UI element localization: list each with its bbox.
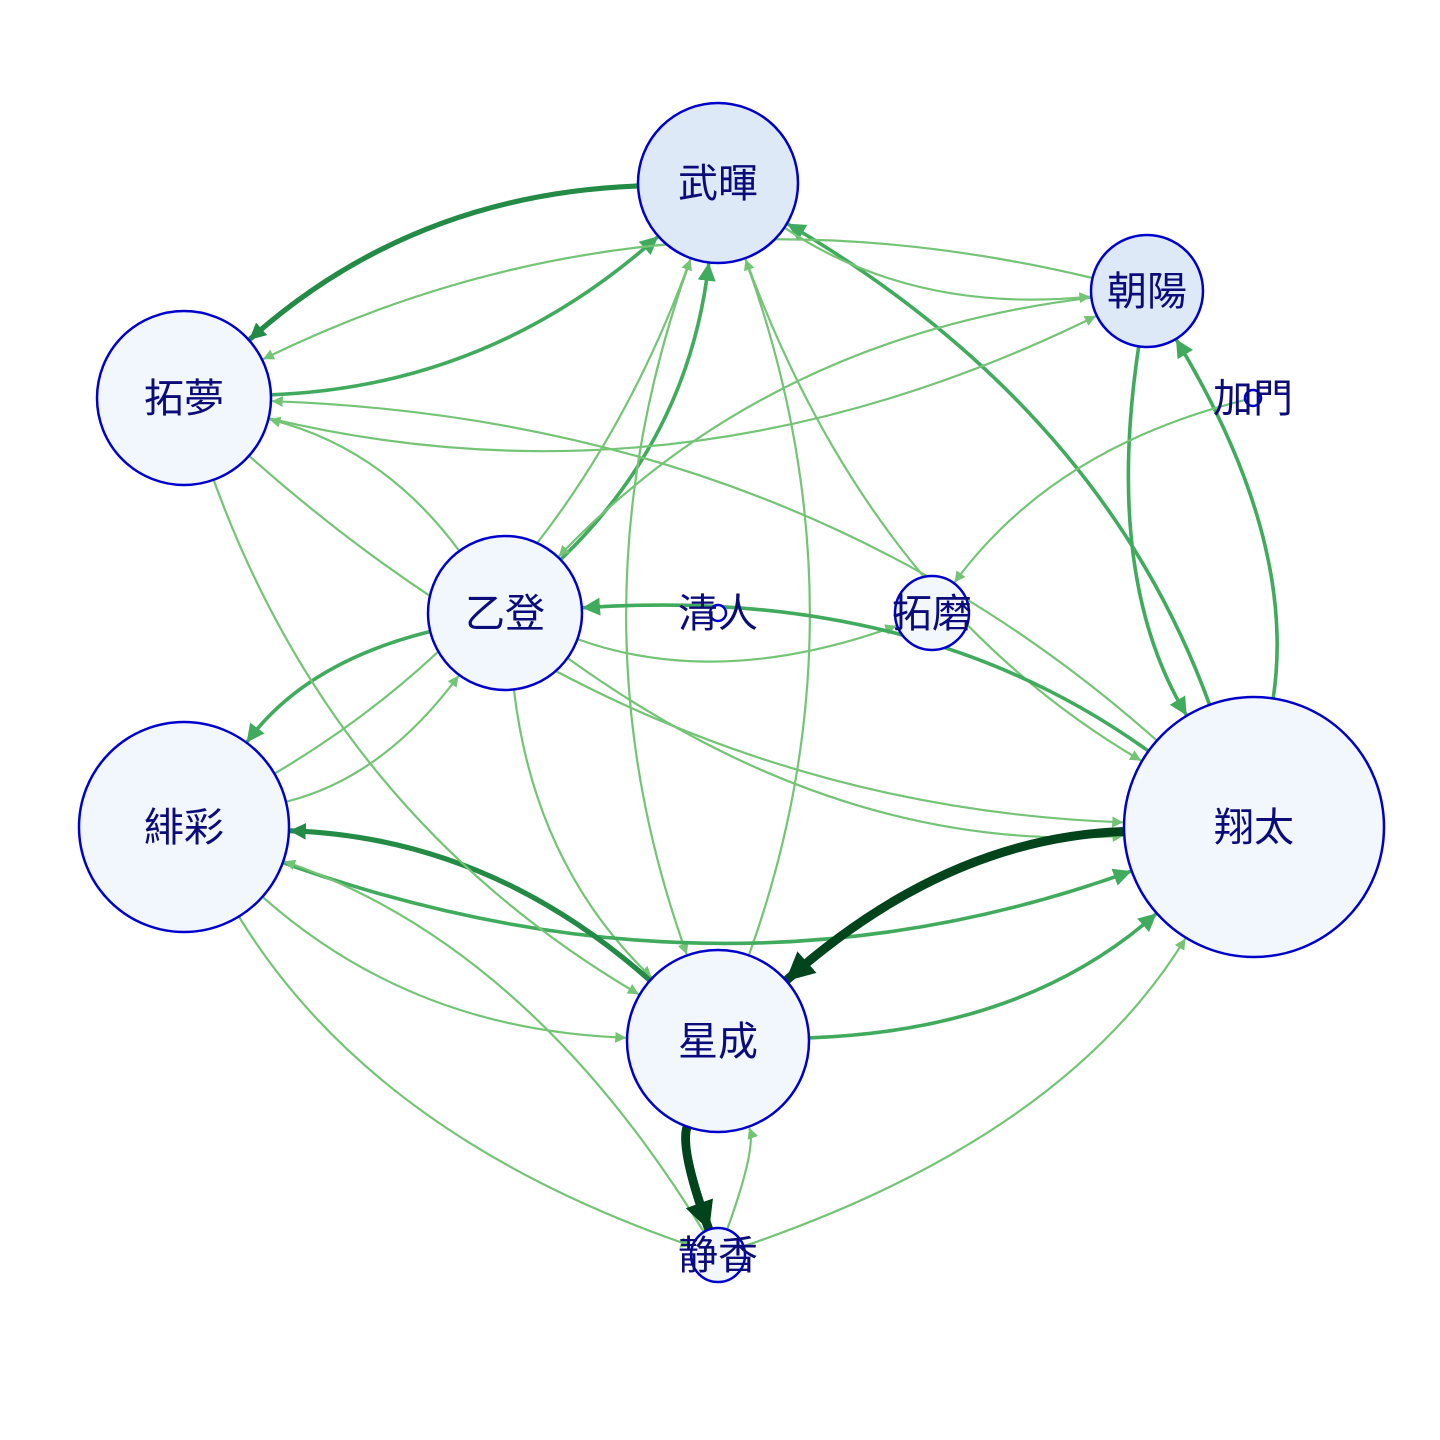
edge-buki-to-asahi xyxy=(783,226,1091,304)
node-label-shota: 翔太 xyxy=(1214,805,1294,851)
node-takuma[interactable] xyxy=(893,574,971,652)
edge-hiiro-to-otoha xyxy=(284,675,460,803)
edge-kamon-to-takuma xyxy=(954,398,1247,583)
edge-takumu-to-seisei xyxy=(212,478,639,995)
edge-buki-to-shota xyxy=(744,257,1142,762)
edge-shota-to-otoha xyxy=(582,597,1151,753)
edge-seisei-to-hiiro xyxy=(288,823,653,984)
node-buki[interactable] xyxy=(636,101,800,265)
node-label-kamon: 加門 xyxy=(1213,376,1293,422)
edge-takumu-to-buki xyxy=(269,235,659,397)
edge-asahi-to-takumu xyxy=(262,238,1094,360)
edge-hiiro-to-buki xyxy=(273,259,692,775)
edge-takumu-to-shota xyxy=(247,454,1124,828)
edge-layer xyxy=(212,183,1279,1248)
node-label-shizuka: 静香 xyxy=(678,1233,758,1279)
node-otoha[interactable] xyxy=(426,534,584,692)
node-label-kiyoto: 清人 xyxy=(678,591,758,637)
node-hiiro[interactable] xyxy=(77,720,291,934)
node-asahi[interactable] xyxy=(1089,233,1205,349)
edge-shota-to-seisei xyxy=(783,827,1129,984)
edge-shizuka-to-shota xyxy=(742,938,1186,1248)
edge-takumu-to-asahi xyxy=(267,315,1096,453)
edge-otoha-to-takumu xyxy=(269,416,461,553)
edge-otoha-to-takuma xyxy=(576,624,897,663)
edge-buki-to-seisei xyxy=(625,257,692,955)
edge-shota-to-asahi xyxy=(1175,338,1279,701)
edge-seisei-to-shizuka xyxy=(681,1122,713,1233)
node-seisei[interactable] xyxy=(625,948,811,1134)
edge-hiiro-to-shizuka xyxy=(237,915,692,1248)
node-label-takuma: 拓磨 xyxy=(892,591,972,637)
edge-otoha-to-buki xyxy=(558,262,716,562)
node-label-buki: 武暉 xyxy=(678,161,758,207)
edge-buki-to-takumu xyxy=(247,183,641,342)
edge-shizuka-to-seisei xyxy=(726,1127,759,1231)
edge-shota-to-takumu xyxy=(271,396,1158,742)
node-kiyoto[interactable] xyxy=(708,603,728,623)
edge-hiiro-to-shota xyxy=(281,860,1132,946)
node-label-takumu: 拓夢 xyxy=(144,376,224,422)
node-label-otoha: 乙登 xyxy=(465,591,545,637)
edge-seisei-to-buki xyxy=(743,259,811,957)
node-layer xyxy=(77,101,1386,1284)
edge-asahi-to-otoha xyxy=(558,296,1093,557)
node-label-hiiro: 緋彩 xyxy=(144,805,224,851)
edge-otoha-to-seisei xyxy=(512,688,652,978)
edge-shota-to-buki xyxy=(786,222,1212,707)
edge-otoha-to-hiiro xyxy=(245,629,433,743)
node-kamon[interactable] xyxy=(1243,388,1263,408)
node-takumu[interactable] xyxy=(95,309,273,487)
node-label-seisei: 星成 xyxy=(678,1019,758,1065)
edge-asahi-to-shota xyxy=(1126,344,1188,716)
edge-seisei-to-shota xyxy=(807,912,1157,1040)
edge-hiiro-to-seisei xyxy=(261,895,627,1043)
node-shota[interactable] xyxy=(1122,695,1386,959)
node-shizuka[interactable] xyxy=(689,1226,747,1284)
edge-shizuka-to-hiiro xyxy=(284,859,705,1234)
node-label-asahi: 朝陽 xyxy=(1107,269,1187,315)
